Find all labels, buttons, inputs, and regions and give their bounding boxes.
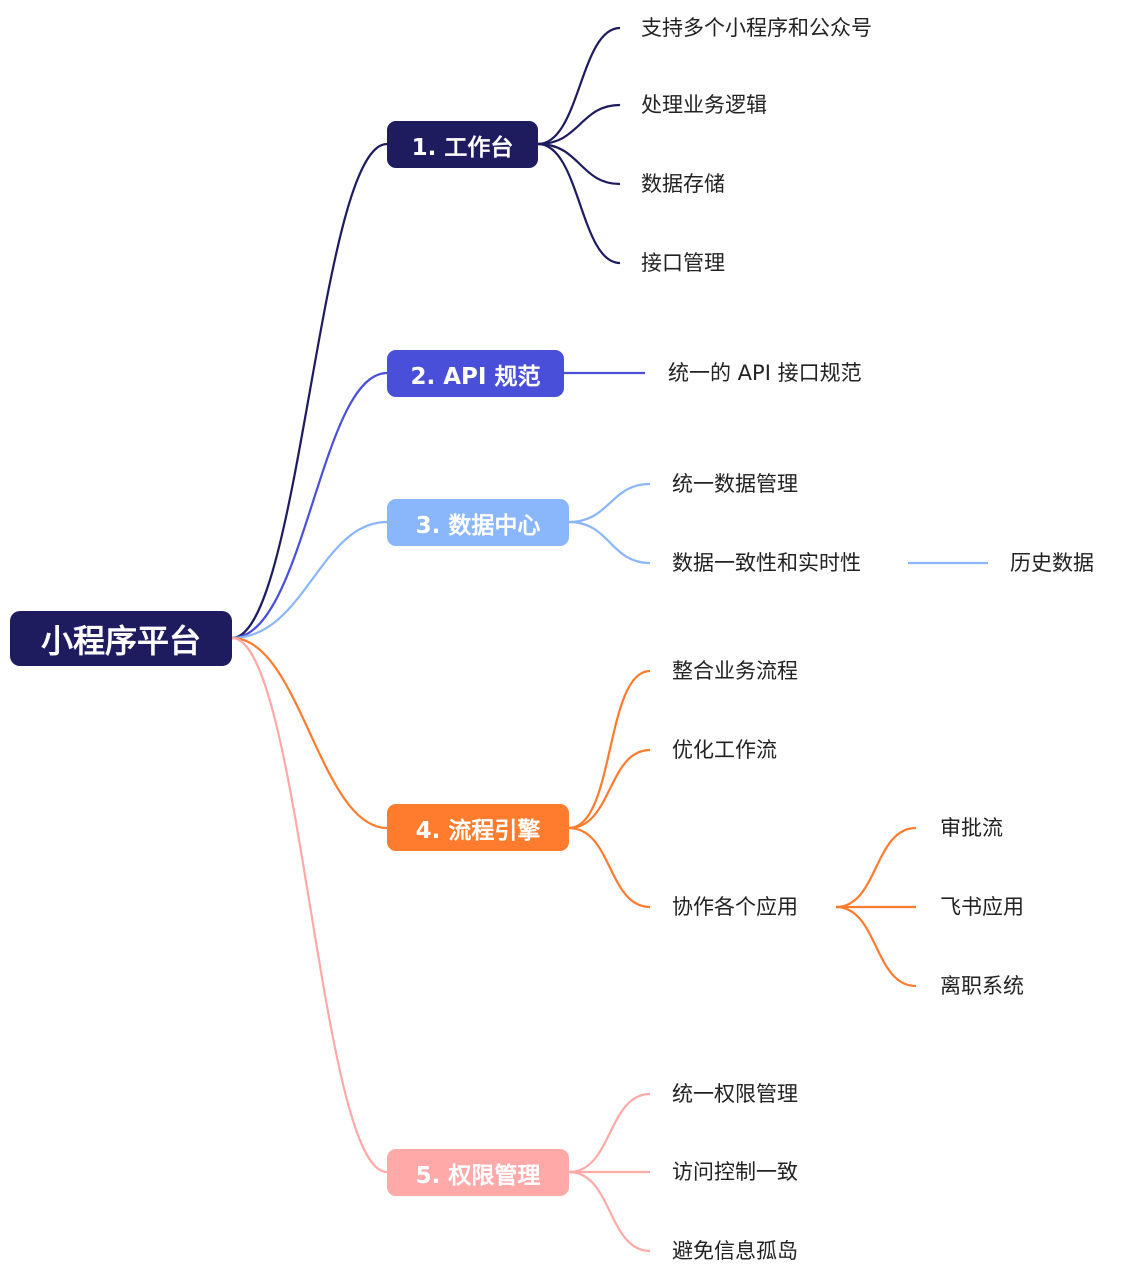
grandchild-node[interactable]: 历史数据: [1010, 551, 1094, 575]
link-b3-leaf: [568, 482, 651, 524]
link-b4-leaf: [568, 669, 651, 830]
grandchild-node[interactable]: 飞书应用: [940, 895, 1024, 919]
link-b4-leaf: [568, 826, 651, 909]
leaf-node[interactable]: 统一权限管理: [672, 1082, 798, 1106]
link-b1-leaf: [537, 26, 621, 146]
link-b4-grandchild: [835, 826, 917, 909]
leaf-node[interactable]: 整合业务流程: [672, 659, 798, 683]
leaf-node[interactable]: 协作各个应用: [672, 895, 798, 919]
link-b5-leaf: [568, 1170, 651, 1253]
leaf-node[interactable]: 统一的 API 接口规范: [668, 361, 862, 385]
link-b1-leaf: [537, 142, 621, 186]
branch-process-engine[interactable]: 4. 流程引擎: [387, 804, 569, 851]
leaf-node[interactable]: 访问控制一致: [672, 1160, 798, 1184]
branch-api-spec[interactable]: 2. API 规范: [387, 350, 564, 397]
leaf-node[interactable]: 优化工作流: [672, 738, 777, 762]
link-b1-leaf: [537, 103, 621, 146]
leaf-node[interactable]: 统一数据管理: [672, 472, 798, 496]
branch-permissions[interactable]: 5. 权限管理: [387, 1149, 569, 1196]
leaf-node[interactable]: 数据一致性和实时性: [672, 551, 861, 575]
grandchild-node[interactable]: 审批流: [940, 816, 1003, 840]
root-node[interactable]: 小程序平台: [10, 611, 232, 666]
link-b1-leaf: [537, 142, 621, 265]
link-b3-leaf: [568, 520, 651, 565]
link-root-branch-1: [231, 142, 388, 640]
branch-workbench[interactable]: 1. 工作台: [387, 121, 538, 168]
leaf-node[interactable]: 避免信息孤岛: [672, 1239, 798, 1263]
leaf-node[interactable]: 接口管理: [641, 251, 725, 275]
link-b4-leaf: [568, 748, 651, 830]
branch-data-center[interactable]: 3. 数据中心: [387, 499, 569, 546]
link-root-branch-3: [231, 520, 388, 640]
link-root-branch-2: [231, 371, 388, 640]
link-root-branch-4: [231, 636, 388, 830]
leaf-node[interactable]: 数据存储: [641, 172, 725, 196]
grandchild-node[interactable]: 离职系统: [940, 974, 1024, 998]
link-b4-grandchild: [835, 905, 917, 988]
link-root-branch-5: [231, 636, 388, 1174]
link-b5-leaf: [568, 1092, 651, 1174]
leaf-node[interactable]: 处理业务逻辑: [641, 93, 767, 117]
leaf-node[interactable]: 支持多个小程序和公众号: [641, 16, 872, 40]
